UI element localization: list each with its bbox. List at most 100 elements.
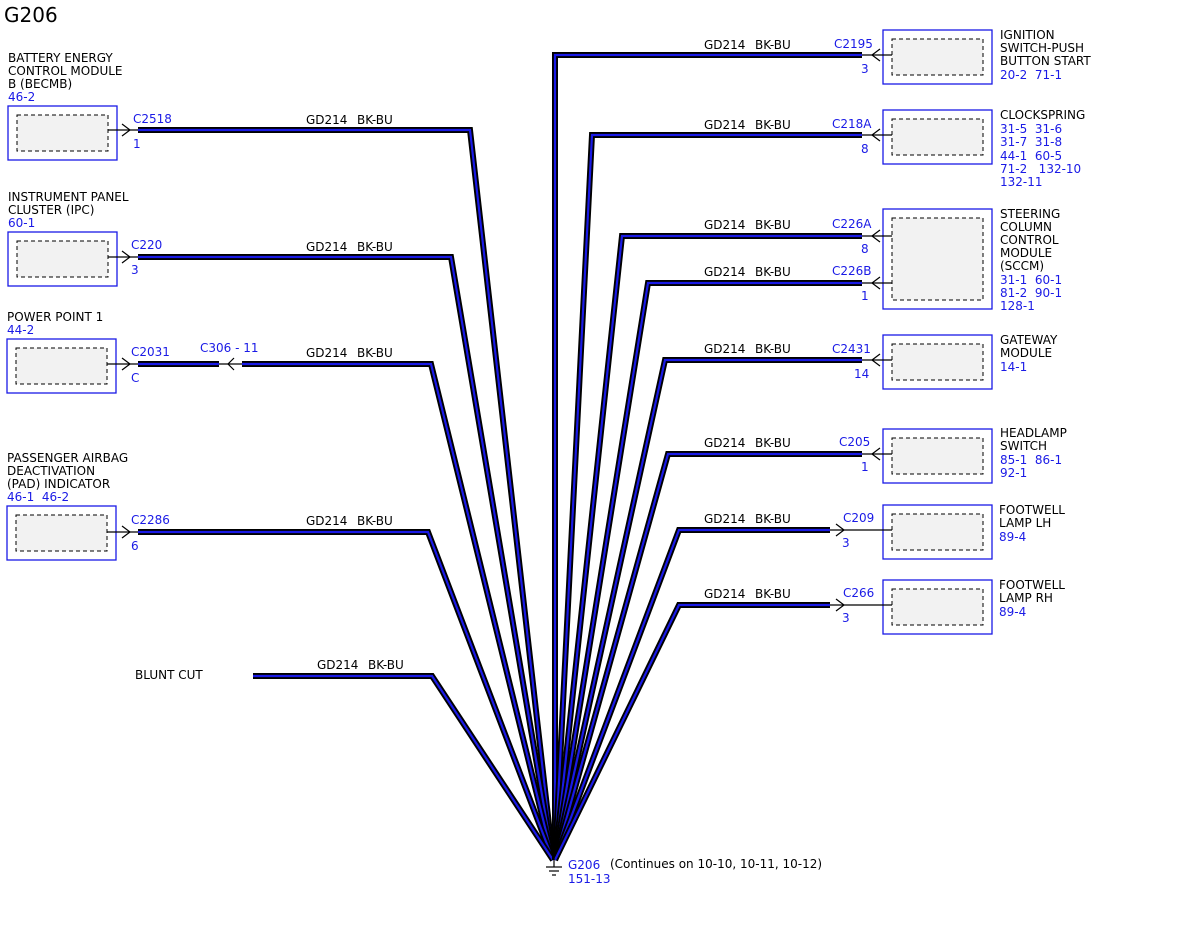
component-gateway[interactable]: GATEWAY MODULE 14-1 [882,333,1058,390]
connector-label[interactable]: C2431 [832,342,871,356]
male-pin-icon [121,123,131,137]
component-footwell-rh[interactable]: FOOTWELL LAMP RH 89-4 [882,578,1065,635]
sccm-name-4: MODULE [1000,246,1052,260]
connector-label[interactable]: C205 [839,435,870,449]
connector-label[interactable]: C209 [843,511,874,525]
gateway-ref-1[interactable]: 14-1 [1000,360,1027,374]
connector-label[interactable]: C2031 [131,345,170,359]
connector-c220[interactable]: C220 3 [108,238,162,277]
headlamp-name-1: HEADLAMP [1000,426,1067,440]
component-footwell-lh[interactable]: FOOTWELL LAMP LH 89-4 [882,503,1065,560]
connector-c218a[interactable]: C218A 8 [832,117,892,156]
power-point-name-1: POWER POINT 1 [7,310,103,324]
sccm-ref-1[interactable]: 31-1 60-1 [1000,273,1062,287]
footwell-rh-ref-1[interactable]: 89-4 [999,605,1026,619]
connector-c209[interactable]: C209 3 [830,511,892,550]
clockspring-name-1: CLOCKSPRING [1000,108,1085,122]
connector-label[interactable]: C2518 [133,112,172,126]
connector-c2286[interactable]: C2286 6 [107,513,170,553]
wire-power-point-b-core [242,362,555,861]
sccm-ref-2[interactable]: 81-2 90-1 [1000,286,1062,300]
component-ipc[interactable]: INSTRUMENT PANEL CLUSTER (IPC) 60-1 [7,190,129,287]
connector-label[interactable]: C226B [832,264,872,278]
wire-circuit: GD214 [306,346,347,360]
connector-c226a[interactable]: C226A 8 [832,217,892,256]
ignition-ref-1[interactable]: 20-2 71-1 [1000,68,1062,82]
connector-c2195[interactable]: C2195 3 [834,37,892,76]
clockspring-ref-5[interactable]: 132-11 [1000,175,1043,189]
sccm-inner [891,217,984,301]
ignition-name-2: SWITCH-PUSH [1000,41,1084,55]
wire-color: BK-BU [357,514,393,528]
connector-c2518[interactable]: C2518 1 [108,112,172,151]
sccm-ref-3[interactable]: 128-1 [1000,299,1035,313]
pin-label: 3 [861,62,869,76]
ipc-name-2: CLUSTER (IPC) [8,203,94,217]
wire-blunt-cut[interactable] [253,673,556,862]
component-clockspring[interactable]: CLOCKSPRING 31-5 31-6 31-7 31-8 44-1 60-… [882,108,1085,189]
connector-label[interactable]: C2195 [834,37,873,51]
connector-label[interactable]: C266 [843,586,874,600]
wire-footwell-lh[interactable] [552,527,830,862]
wire-circuit: GD214 [704,118,745,132]
connector-label[interactable]: C2286 [131,513,170,527]
pad-name-2: DEACTIVATION [7,464,95,478]
component-pad[interactable]: PASSENGER AIRBAG DEACTIVATION (PAD) INDI… [6,451,128,561]
sccm-name-2: COLUMN [1000,220,1052,234]
headlamp-ref-1[interactable]: 85-1 86-1 [1000,453,1062,467]
wire-footwell-rh[interactable] [552,602,830,862]
headlamp-ref-2[interactable]: 92-1 [1000,466,1027,480]
component-becmb[interactable]: BATTERY ENERGY CONTROL MODULE B (BECMB) … [7,51,123,161]
sccm-name-1: STEERING [1000,207,1060,221]
wire-clockspring[interactable] [552,132,862,861]
component-power-point[interactable]: POWER POINT 1 44-2 [6,310,117,394]
pad-ref-1[interactable]: 46-1 46-2 [7,490,69,504]
ground-ref[interactable]: 151-13 [568,872,611,886]
wire-circuit: GD214 [306,240,347,254]
connector-label[interactable]: C218A [832,117,872,131]
connector-label[interactable]: C220 [131,238,162,252]
becmb-name-3: B (BECMB) [8,77,72,91]
wire-pad-core [138,530,555,861]
wire-color: BK-BU [755,265,791,279]
component-sccm[interactable]: STEERING COLUMN CONTROL MODULE (SCCM) 31… [882,207,1062,313]
ground-name[interactable]: G206 [568,858,600,872]
footwell-rh-name-1: FOOTWELL [999,578,1065,592]
sccm-name-5: (SCCM) [1000,259,1044,273]
pin-label: C [131,371,139,385]
clockspring-ref-1[interactable]: 31-5 31-6 [1000,122,1062,136]
clockspring-ref-3[interactable]: 44-1 60-5 [1000,149,1062,163]
ipc-ref-1[interactable]: 60-1 [8,216,35,230]
ipc-name-1: INSTRUMENT PANEL [8,190,129,204]
ignition-name-1: IGNITION [1000,28,1055,42]
inline-connector-label[interactable]: C306 - 11 [200,341,259,355]
ground-g206[interactable]: G206 151-13 (Continues on 10-10, 10-11, … [546,857,822,886]
connector-c205[interactable]: C205 1 [839,435,892,474]
power-point-ref-1[interactable]: 44-2 [7,323,34,337]
headlamp-name-2: SWITCH [1000,439,1047,453]
connector-label[interactable]: C226A [832,217,872,231]
becmb-ref-1[interactable]: 46-2 [8,90,35,104]
connector-c2031[interactable]: C2031 C [107,345,170,385]
pin-label: 3 [131,263,139,277]
wire-circuit: GD214 [704,342,745,356]
clockspring-ref-2[interactable]: 31-7 31-8 [1000,135,1062,149]
connector-c2431[interactable]: C2431 14 [832,342,892,381]
connector-c226b[interactable]: C226B 1 [832,264,892,303]
wire-sccm-b-core [553,281,862,861]
wire-circuit: GD214 [306,113,347,127]
wire-color: BK-BU [368,658,404,672]
ground-note: (Continues on 10-10, 10-11, 10-12) [610,857,822,871]
wire-becmb-core [138,128,555,861]
component-ignition[interactable]: IGNITION SWITCH-PUSH BUTTON START 20-2 7… [882,28,1091,85]
inline-connector-c306[interactable]: C306 - 11 [200,341,259,371]
component-headlamp[interactable]: HEADLAMP SWITCH 85-1 86-1 92-1 [882,426,1067,484]
connector-c266[interactable]: C266 3 [830,586,892,625]
wire-color: BK-BU [755,512,791,526]
male-pin-icon [121,357,131,371]
wire-circuit: GD214 [704,265,745,279]
male-pin-icon [835,523,845,537]
clockspring-ref-4[interactable]: 71-2 132-10 [1000,162,1081,176]
footwell-lh-ref-1[interactable]: 89-4 [999,530,1026,544]
